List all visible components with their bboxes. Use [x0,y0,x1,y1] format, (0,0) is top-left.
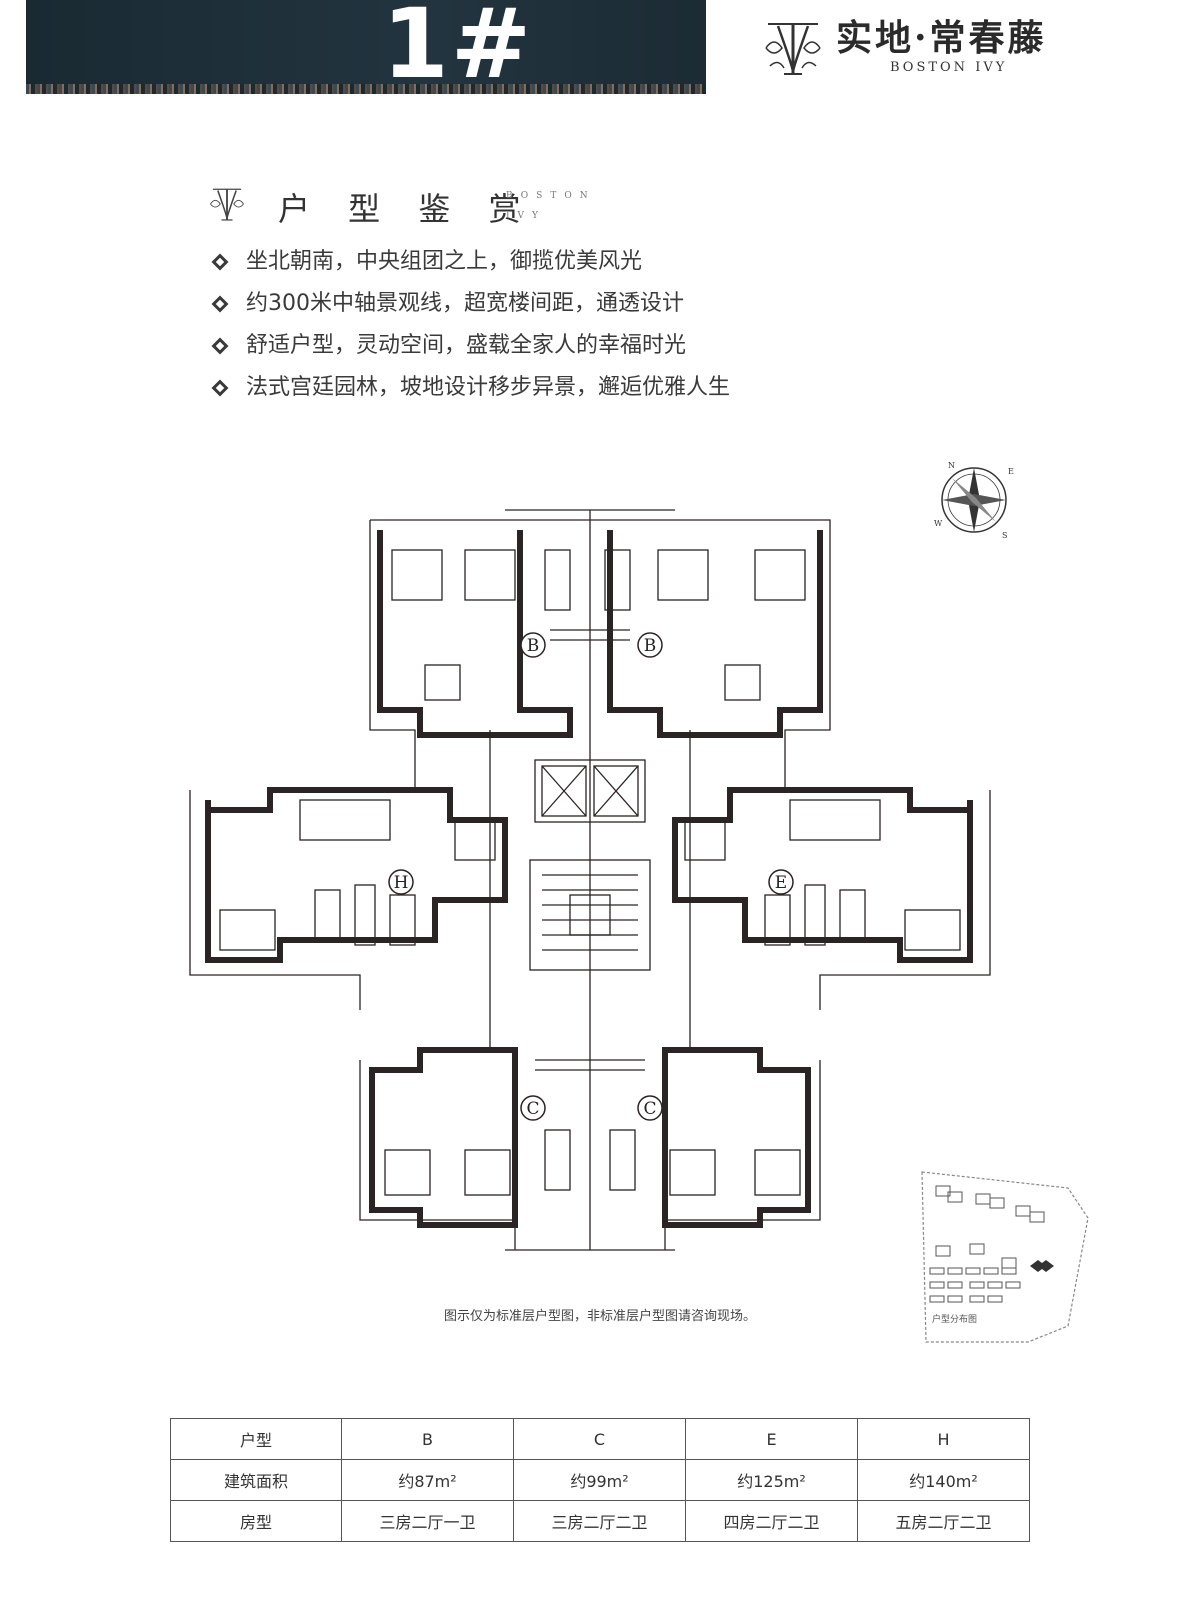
header-band: 1# [26,0,706,94]
table-cell: 约140m² [857,1459,1030,1501]
section-title-en: BOSTON IVY [506,186,616,226]
ivy-monogram-icon [210,188,244,221]
compass-w: W [934,519,943,528]
diamond-bullet-icon [211,295,229,313]
table-cell: B [341,1418,514,1460]
unit-label: B [527,636,540,656]
compass-icon: N E S W [934,461,1014,540]
disclaimer-note: 图示仅为标准层户型图，非标准层户型图请咨询现场。 [443,1309,756,1324]
feature-item: 约300米中轴景观线，超宽楼间距，通透设计 [211,288,730,330]
table-cell: 约87m² [341,1459,514,1501]
compass-e: E [1008,467,1014,476]
unit-spec-table: 户型 B C E H 建筑面积 约87m² 约99m² 约125m² 约140m… [170,1418,1030,1542]
compass-s: S [1002,531,1007,540]
table-cell: 建筑面积 [170,1459,342,1501]
table-header-row: 户型 B C E H [170,1418,1030,1460]
unit-label: C [643,1099,656,1119]
brand-name-en: BOSTON IVY [890,60,1008,75]
floor-plan: B B H E C C [189,509,991,1251]
unit-label: B [644,636,657,656]
section-title-en-line1: BOSTON [506,191,596,201]
feature-item: 舒适户型，灵动空间，盛载全家人的幸福时光 [211,330,730,372]
unit-label: H [394,873,409,893]
table-row: 房型 三房二厅一卫 三房二厅二卫 四房二厅二卫 五房二厅二卫 [170,1500,1030,1542]
diamond-bullet-icon [211,337,229,355]
ivy-monogram-icon [765,23,821,75]
table-cell: 约125m² [685,1459,858,1501]
building-number: 1# [382,0,534,94]
feature-list: 坐北朝南，中央组团之上，御揽优美风光 约300米中轴景观线，超宽楼间距，通透设计… [211,246,730,414]
compass-n: N [948,461,955,470]
unit-label: E [775,873,787,893]
site-map: 户型分布图 [921,1171,1089,1343]
section-title-en-line2: IVY [506,211,546,221]
table-cell: H [857,1418,1030,1460]
feature-item: 坐北朝南，中央组团之上，御揽优美风光 [211,246,730,288]
table-cell: 房型 [170,1500,342,1542]
table-cell: 三房二厅二卫 [513,1500,686,1542]
diamond-bullet-icon [211,253,229,271]
diamond-bullet-icon [211,379,229,397]
header-stripes [26,84,706,94]
table-cell: E [685,1418,858,1460]
table-cell: 户型 [170,1418,342,1460]
table-cell: 三房二厅一卫 [341,1500,514,1542]
feature-item: 法式宫廷园林，坡地设计移步异景，邂逅优雅人生 [211,372,730,414]
section-title: 户 型 鉴 赏 [278,190,535,228]
table-cell: 约99m² [513,1459,686,1501]
table-row: 建筑面积 约87m² 约99m² 约125m² 约140m² [170,1459,1030,1501]
site-map-label: 户型分布图 [932,1313,977,1325]
table-cell: C [513,1418,686,1460]
unit-label: C [526,1099,539,1119]
brand-name: 实地·常春藤 [836,17,1047,59]
table-cell: 四房二厅二卫 [685,1500,858,1542]
table-cell: 五房二厅二卫 [857,1500,1030,1542]
